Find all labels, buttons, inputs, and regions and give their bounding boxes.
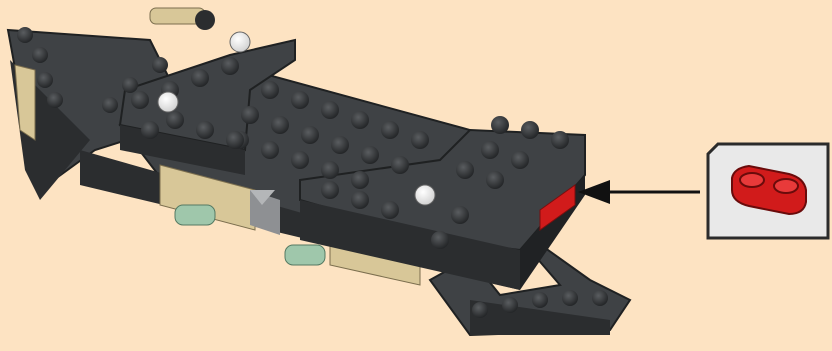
parts-callout <box>704 140 832 242</box>
callout-frame <box>704 140 832 242</box>
tan-lever-piece <box>150 8 215 30</box>
arrow-left-icon <box>578 180 700 204</box>
